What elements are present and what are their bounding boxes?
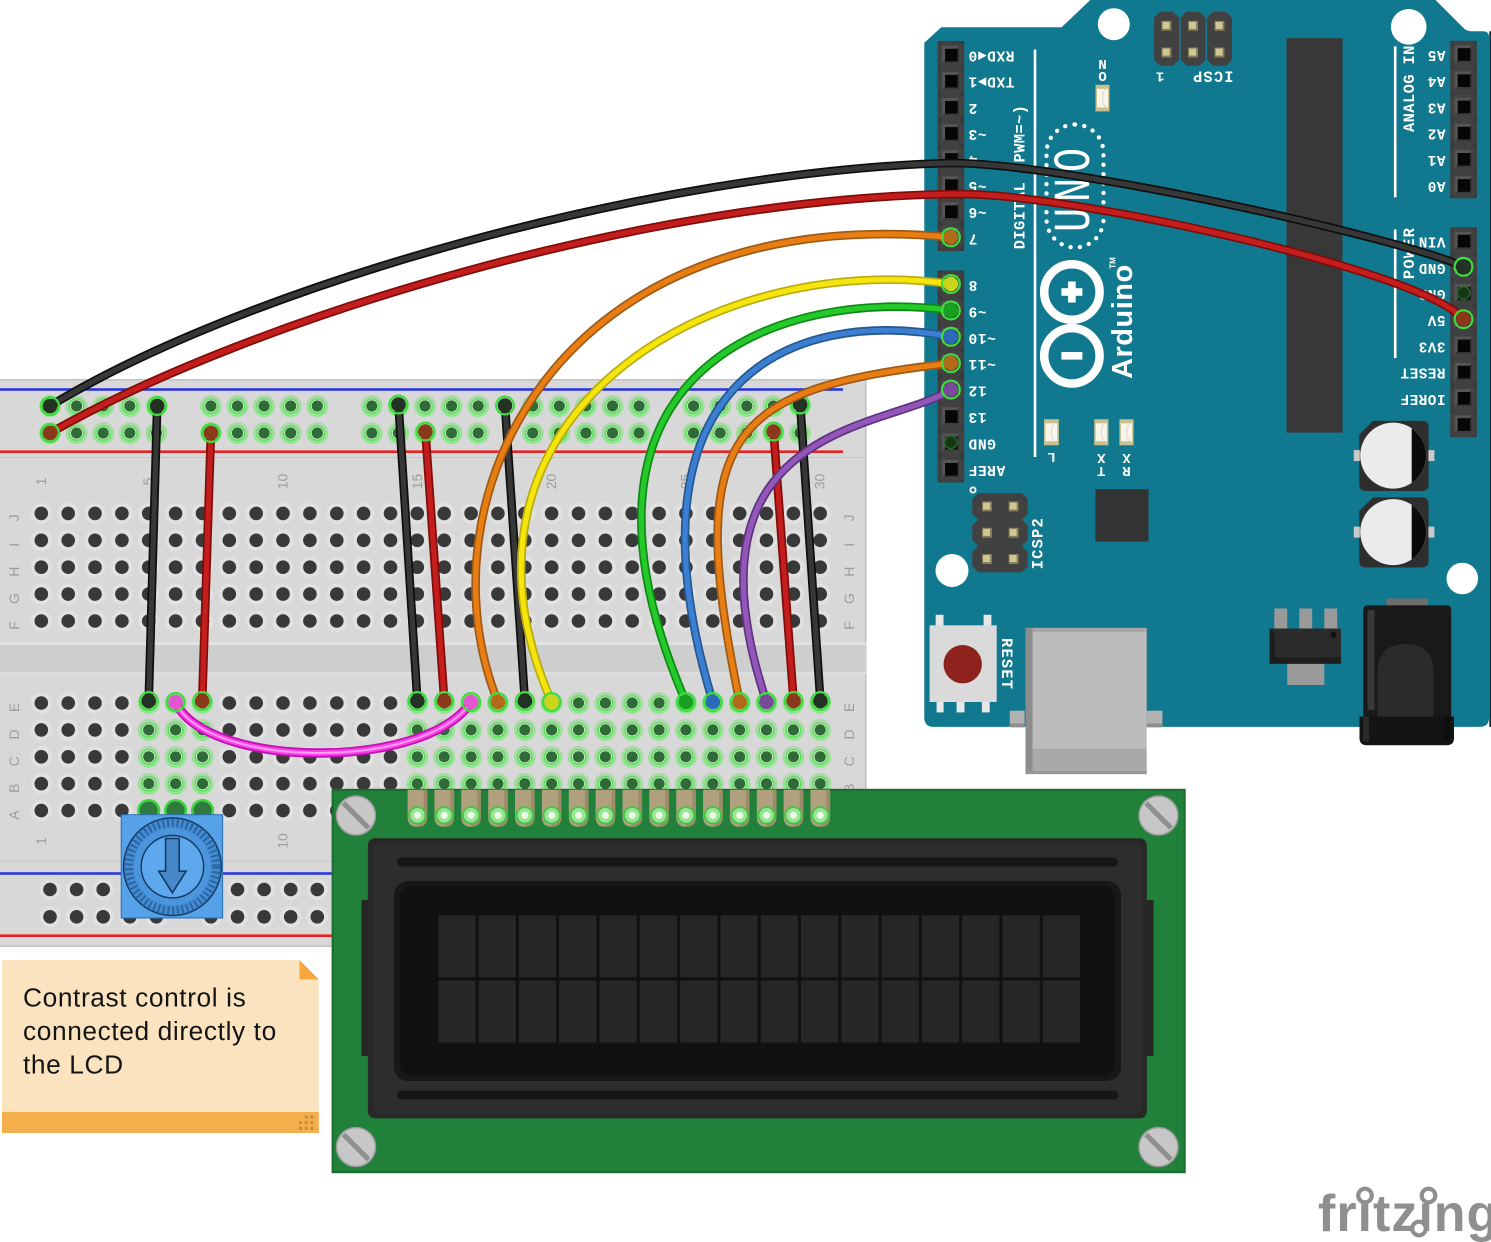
svg-text:AREF: AREF [968,461,1005,477]
svg-text:10: 10 [275,474,291,490]
svg-text:G: G [6,593,22,604]
svg-text:R: R [1122,462,1131,478]
svg-text:A1: A1 [1427,151,1445,167]
svg-text:~6: ~6 [968,203,987,219]
svg-text:5: 5 [140,477,156,485]
svg-text:A3: A3 [1427,98,1445,114]
svg-text:ANALOG IN: ANALOG IN [1401,45,1419,132]
svg-text:Arduino: Arduino [1107,264,1139,379]
svg-text:4: 4 [968,151,977,167]
svg-text:ICSP: ICSP [1192,67,1234,85]
svg-text:X: X [1122,449,1131,465]
svg-text:TM: TM [1109,257,1118,269]
svg-text:~10: ~10 [968,329,996,345]
svg-text:J: J [6,514,22,521]
svg-text:GND: GND [968,434,996,450]
svg-text:T: T [1097,462,1105,478]
svg-text:I: I [6,543,22,547]
svg-text:H: H [6,567,22,577]
svg-text:1: 1 [33,477,49,485]
svg-text:G: G [841,593,857,604]
svg-text:10: 10 [275,833,291,849]
svg-text:30: 30 [812,474,828,490]
svg-text:the LCD: the LCD [23,1050,124,1080]
svg-text:F: F [6,621,22,630]
svg-text:B: B [6,784,22,793]
svg-text:E: E [841,703,857,712]
svg-text:A: A [6,810,22,820]
svg-text:A2: A2 [1427,125,1445,141]
svg-text:VIN: VIN [1418,233,1445,249]
svg-text:13: 13 [968,408,987,424]
svg-text:O: O [1098,67,1106,83]
svg-text:N: N [1098,55,1106,71]
svg-text:D: D [6,729,22,739]
svg-text:2: 2 [968,99,977,115]
svg-text:frıtzıng: frıtzıng [1318,1185,1491,1242]
svg-text:~5: ~5 [968,177,987,193]
svg-text:GND: GND [1418,259,1445,275]
svg-text:~3: ~3 [968,125,987,141]
svg-text:E: E [6,703,22,712]
svg-text:Contrast control is: Contrast control is [23,983,246,1013]
svg-text:C: C [841,756,857,766]
svg-text:J: J [841,514,857,521]
svg-text:ICSP2: ICSP2 [1030,517,1048,569]
svg-text:A5: A5 [1427,46,1445,62]
svg-text:UNO: UNO [1045,142,1104,232]
svg-text:POWER: POWER [1401,227,1419,279]
svg-text:A0: A0 [1427,177,1445,193]
svg-text:H: H [841,567,857,577]
svg-text:TXD►1: TXD►1 [968,73,1015,89]
svg-text:RESET: RESET [1400,364,1445,380]
svg-text:F: F [841,621,857,630]
svg-text:~9: ~9 [968,302,987,318]
svg-text:15: 15 [409,474,425,490]
svg-text:5V: 5V [1427,311,1445,327]
svg-text:12: 12 [968,382,987,398]
svg-text:A4: A4 [1427,72,1445,88]
svg-text:D: D [841,729,857,739]
svg-text:C: C [6,756,22,766]
svg-text:B: B [841,784,857,793]
svg-text:1: 1 [1156,68,1164,84]
svg-text:RXD◄0: RXD◄0 [968,47,1015,63]
svg-text:3V3: 3V3 [1418,337,1445,353]
svg-text:IOREF: IOREF [1400,390,1445,406]
svg-text:7: 7 [968,229,977,245]
svg-text:20: 20 [543,474,559,490]
svg-text:I: I [841,543,857,547]
svg-text:8: 8 [968,276,977,292]
svg-text:~11: ~11 [968,355,996,371]
svg-text:X: X [1097,449,1106,465]
svg-text:L: L [1047,448,1055,464]
svg-text:connected directly to: connected directly to [23,1016,277,1046]
svg-text:DIGITAL (PWM=~): DIGITAL (PWM=~) [1011,105,1029,250]
svg-text:1: 1 [33,837,49,845]
svg-text:RESET: RESET [997,638,1015,690]
